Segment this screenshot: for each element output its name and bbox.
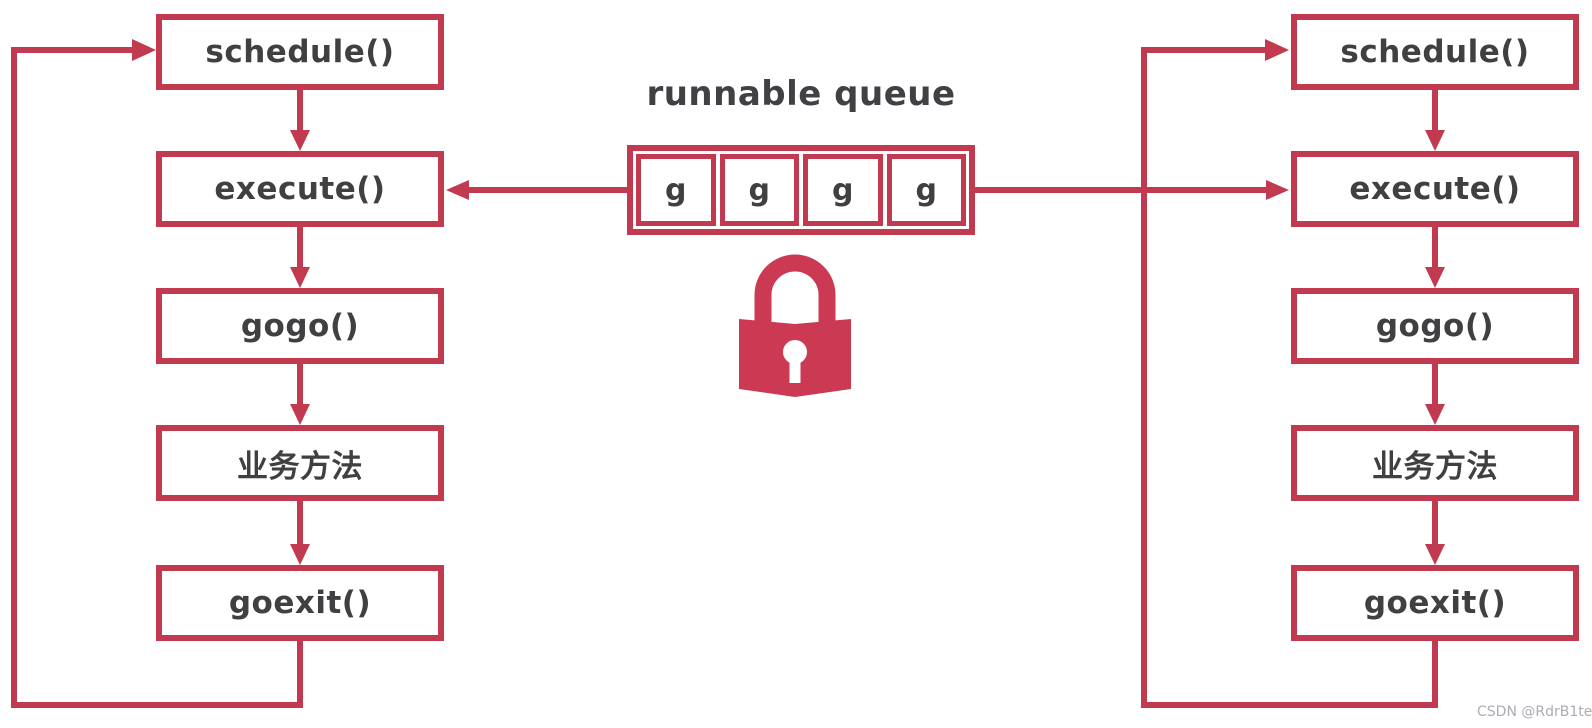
lock-keyhole-stem <box>789 352 801 383</box>
queue-title: runnable queue <box>646 74 956 114</box>
right-arrowhead-2 <box>1425 267 1445 288</box>
right-box-schedule: schedule() <box>1291 14 1579 90</box>
queue-cell: g <box>719 154 799 226</box>
left-arrowhead-4 <box>290 544 310 565</box>
right-arrowhead-3 <box>1425 404 1445 425</box>
queue-cell: g <box>803 154 883 226</box>
queue-cell: g <box>636 154 716 226</box>
left-loop-line <box>11 47 303 708</box>
left-arrowhead-2 <box>290 267 310 288</box>
left-box-schedule-label: schedule() <box>205 34 395 70</box>
queue-cell-label: g <box>915 172 937 208</box>
right-arrowhead-1 <box>1425 130 1445 151</box>
left-loop-arrowhead <box>132 39 156 61</box>
right-loop-arrowhead <box>1265 39 1289 61</box>
right-box-goexit: goexit() <box>1291 565 1579 641</box>
right-box-execute-label: execute() <box>1349 171 1521 207</box>
queue-cell-label: g <box>748 172 770 208</box>
right-box-gogo-label: gogo() <box>1375 308 1495 344</box>
right-arrowhead-4 <box>1425 544 1445 565</box>
left-arrowhead-3 <box>290 404 310 425</box>
right-box-business-method-label: 业务方法 <box>1372 448 1498 485</box>
lock-icon <box>739 254 851 397</box>
right-loop-line <box>1141 47 1438 708</box>
queue-cell: g <box>886 154 966 226</box>
right-box-schedule-label: schedule() <box>1340 34 1530 70</box>
queue-left-arrowhead <box>446 180 469 200</box>
left-box-gogo: gogo() <box>156 288 444 364</box>
queue-cell-label: g <box>832 172 854 208</box>
left-box-business-method: 业务方法 <box>156 425 444 501</box>
left-box-execute: execute() <box>156 151 444 227</box>
right-box-execute: execute() <box>1291 151 1579 227</box>
right-box-goexit-label: goexit() <box>1363 585 1507 621</box>
left-box-gogo-label: gogo() <box>240 308 360 344</box>
left-box-goexit-label: goexit() <box>228 585 372 621</box>
left-arrowhead-1 <box>290 130 310 151</box>
watermark: CSDN @RdrB1te <box>1477 704 1592 720</box>
right-box-gogo: gogo() <box>1291 288 1579 364</box>
right-box-business-method: 业务方法 <box>1291 425 1579 501</box>
left-box-schedule: schedule() <box>156 14 444 90</box>
queue-right-arrowhead <box>1266 180 1289 200</box>
left-box-goexit: goexit() <box>156 565 444 641</box>
queue-cell-label: g <box>665 172 687 208</box>
left-box-business-method-label: 业务方法 <box>237 448 363 485</box>
lock-shackle <box>754 254 836 322</box>
left-box-execute-label: execute() <box>214 171 386 207</box>
runnable-queue: g g g g <box>627 145 975 235</box>
